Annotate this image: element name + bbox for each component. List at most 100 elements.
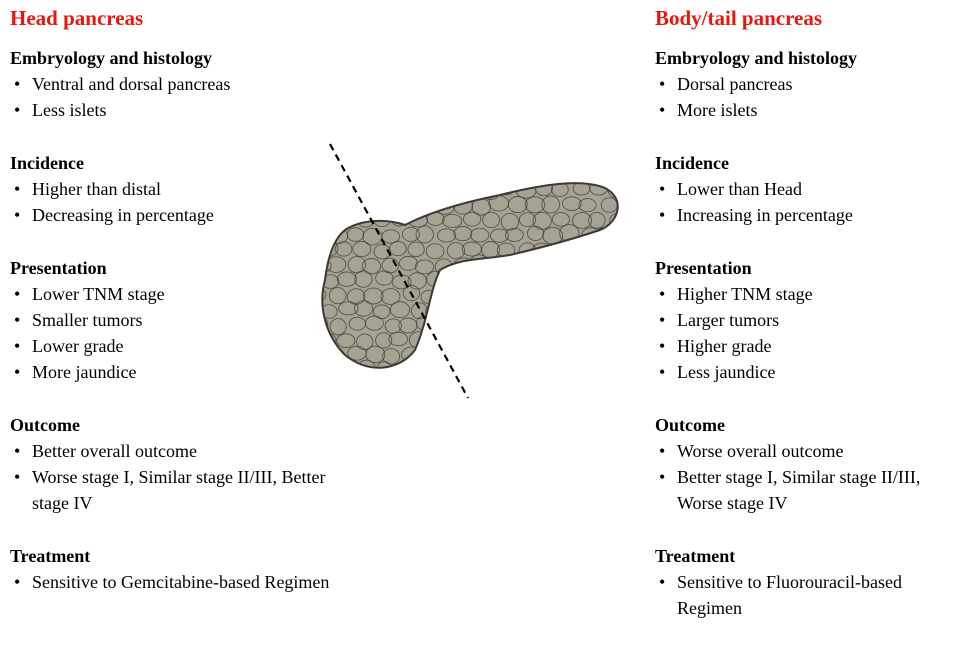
bullet-icon: • [659, 359, 665, 385]
lobule [310, 316, 328, 333]
lobule [595, 228, 613, 241]
list-item-text: Higher than distal [32, 179, 161, 199]
lobule [492, 256, 508, 270]
lobule [510, 286, 527, 302]
list-item-text: Higher TNM stage [677, 284, 813, 304]
lobule [460, 274, 480, 287]
bullet-icon: • [659, 333, 665, 359]
lobule [452, 348, 471, 364]
list-item: •More jaundice [10, 359, 340, 385]
section: Embryology and histology•Dorsal pancreas… [655, 45, 965, 123]
lobule [401, 196, 417, 213]
lobule [606, 334, 623, 351]
section: Incidence•Higher than distal•Decreasing … [10, 150, 340, 228]
list-item-text: Less islets [32, 100, 107, 120]
lobule [383, 166, 401, 181]
list-item-text: Worse overall outcome [677, 441, 844, 461]
bullet-icon: • [659, 281, 665, 307]
lobule [499, 330, 516, 346]
bullet-icon: • [14, 333, 20, 359]
section: Outcome•Worse overall outcome•Better sta… [655, 412, 965, 516]
section: Presentation•Lower TNM stage•Smaller tum… [10, 255, 340, 385]
section-heading: Embryology and histology [10, 45, 340, 71]
lobule [309, 346, 326, 361]
bullet-list: •Higher TNM stage•Larger tumors•Higher g… [655, 281, 965, 385]
lobule [474, 317, 490, 331]
lobule [571, 272, 587, 287]
list-item-text: Less jaundice [677, 362, 775, 382]
lobule [394, 364, 411, 378]
list-item-text: Lower TNM stage [32, 284, 165, 304]
lobule [301, 273, 319, 289]
lobule [562, 288, 581, 302]
list-item: •Less islets [10, 97, 340, 123]
bullet-list: •Higher than distal•Decreasing in percen… [10, 176, 340, 228]
lobule [518, 304, 537, 318]
lobule [583, 349, 599, 364]
section-heading: Treatment [10, 543, 340, 569]
lobule [524, 348, 542, 363]
list-item-text: Higher grade [677, 336, 771, 356]
lobule [542, 286, 560, 303]
lobule [570, 335, 589, 348]
lobule [597, 317, 614, 331]
list-item: •Sensitive to Gemcitabine-based Regimen [10, 569, 340, 595]
list-item-text: Increasing in percentage [677, 205, 853, 225]
lobule [527, 285, 544, 300]
lobule [526, 167, 545, 183]
lobule [302, 362, 322, 376]
bullet-list: •Better overall outcome•Worse stage I, S… [10, 438, 340, 516]
section-heading: Treatment [655, 543, 965, 569]
lobule [608, 302, 626, 316]
bullet-icon: • [14, 202, 20, 228]
list-item-text: Lower grade [32, 336, 123, 356]
lobule [382, 196, 400, 213]
lobule [410, 181, 426, 198]
list-item-text: Sensitive to Fluorouracil-based Regimen [677, 572, 902, 618]
lobule [508, 317, 525, 334]
lobule [544, 257, 560, 272]
lobule [581, 316, 597, 332]
lobule [447, 333, 465, 349]
bullet-list: •Sensitive to Gemcitabine-based Regimen [10, 569, 340, 595]
lobule [434, 318, 453, 333]
lobule [371, 182, 390, 198]
section-heading: Outcome [655, 412, 965, 438]
section-heading: Incidence [655, 150, 965, 176]
lobule [415, 168, 435, 182]
lobule [442, 184, 462, 198]
lobule [335, 364, 354, 379]
lobule [598, 169, 616, 184]
lobule [483, 303, 500, 317]
lobule [606, 244, 625, 257]
section: Presentation•Higher TNM stage•Larger tum… [655, 255, 965, 385]
bullet-icon: • [14, 438, 20, 464]
lobule [447, 304, 464, 320]
lobule [607, 271, 627, 286]
lobule [481, 273, 499, 287]
section-heading: Embryology and histology [655, 45, 965, 71]
lobule [318, 214, 336, 229]
lobule [507, 170, 525, 184]
lobule [311, 168, 327, 182]
bullet-icon: • [659, 438, 665, 464]
lobule [591, 274, 609, 289]
lobule [391, 185, 407, 199]
head-pancreas-title: Head pancreas [10, 6, 340, 31]
list-item: •Sensitive to Fluorouracil-based Regimen [655, 569, 965, 621]
section-heading: Presentation [655, 255, 965, 281]
lobule [490, 288, 509, 301]
list-item-text: Sensitive to Gemcitabine-based Regimen [32, 572, 329, 592]
lobule [408, 361, 428, 377]
pancreas-shape [300, 165, 627, 379]
lobule [497, 301, 516, 317]
lobule [586, 333, 605, 349]
head-pancreas-column: Head pancreas Embryology and histology•V… [10, 6, 340, 622]
lobule [553, 302, 572, 316]
list-item: • Lower grade [10, 333, 340, 359]
lobule [329, 167, 345, 184]
pancreas-illustration [300, 130, 630, 410]
bullet-icon: • [659, 202, 665, 228]
list-item: • Increasing in percentage [655, 202, 965, 228]
section: Outcome•Better overall outcome•Worse sta… [10, 412, 340, 516]
